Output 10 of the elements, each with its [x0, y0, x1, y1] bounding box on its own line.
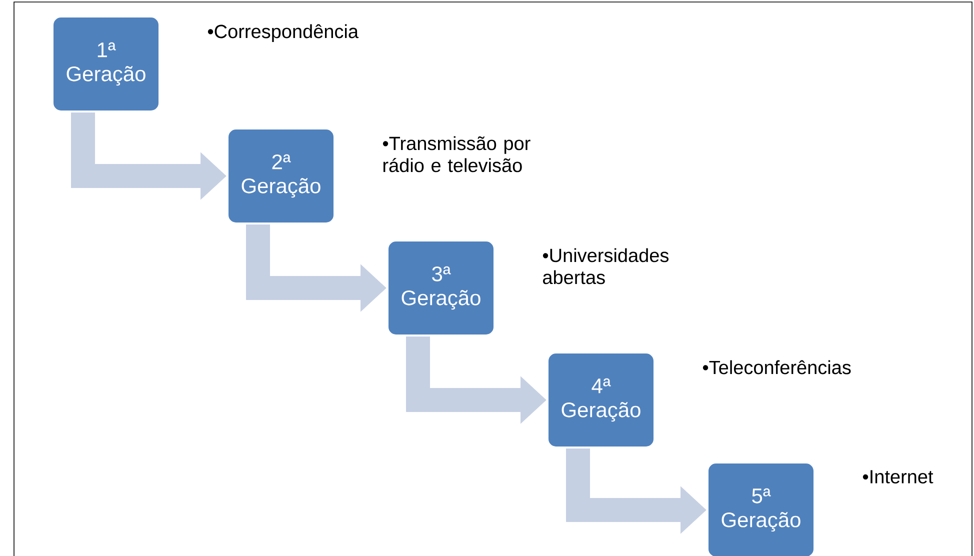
description-text: •Universidades abertas — [542, 248, 669, 284]
generation-box: 2ª Geração — [228, 128, 334, 224]
generation-box: 3ª Geração — [388, 240, 494, 336]
description-text: •Teleconferências — [702, 360, 851, 374]
generation-box: 1ª Geração — [52, 16, 160, 112]
description-text: •Correspondência — [208, 24, 359, 42]
description-text: •Transmissão por rádio e televisão — [382, 136, 530, 172]
generation-box: 4ª Geração — [548, 352, 654, 448]
generation-box: 5ª Geração — [708, 462, 814, 556]
description-text: •Internet — [862, 470, 934, 484]
